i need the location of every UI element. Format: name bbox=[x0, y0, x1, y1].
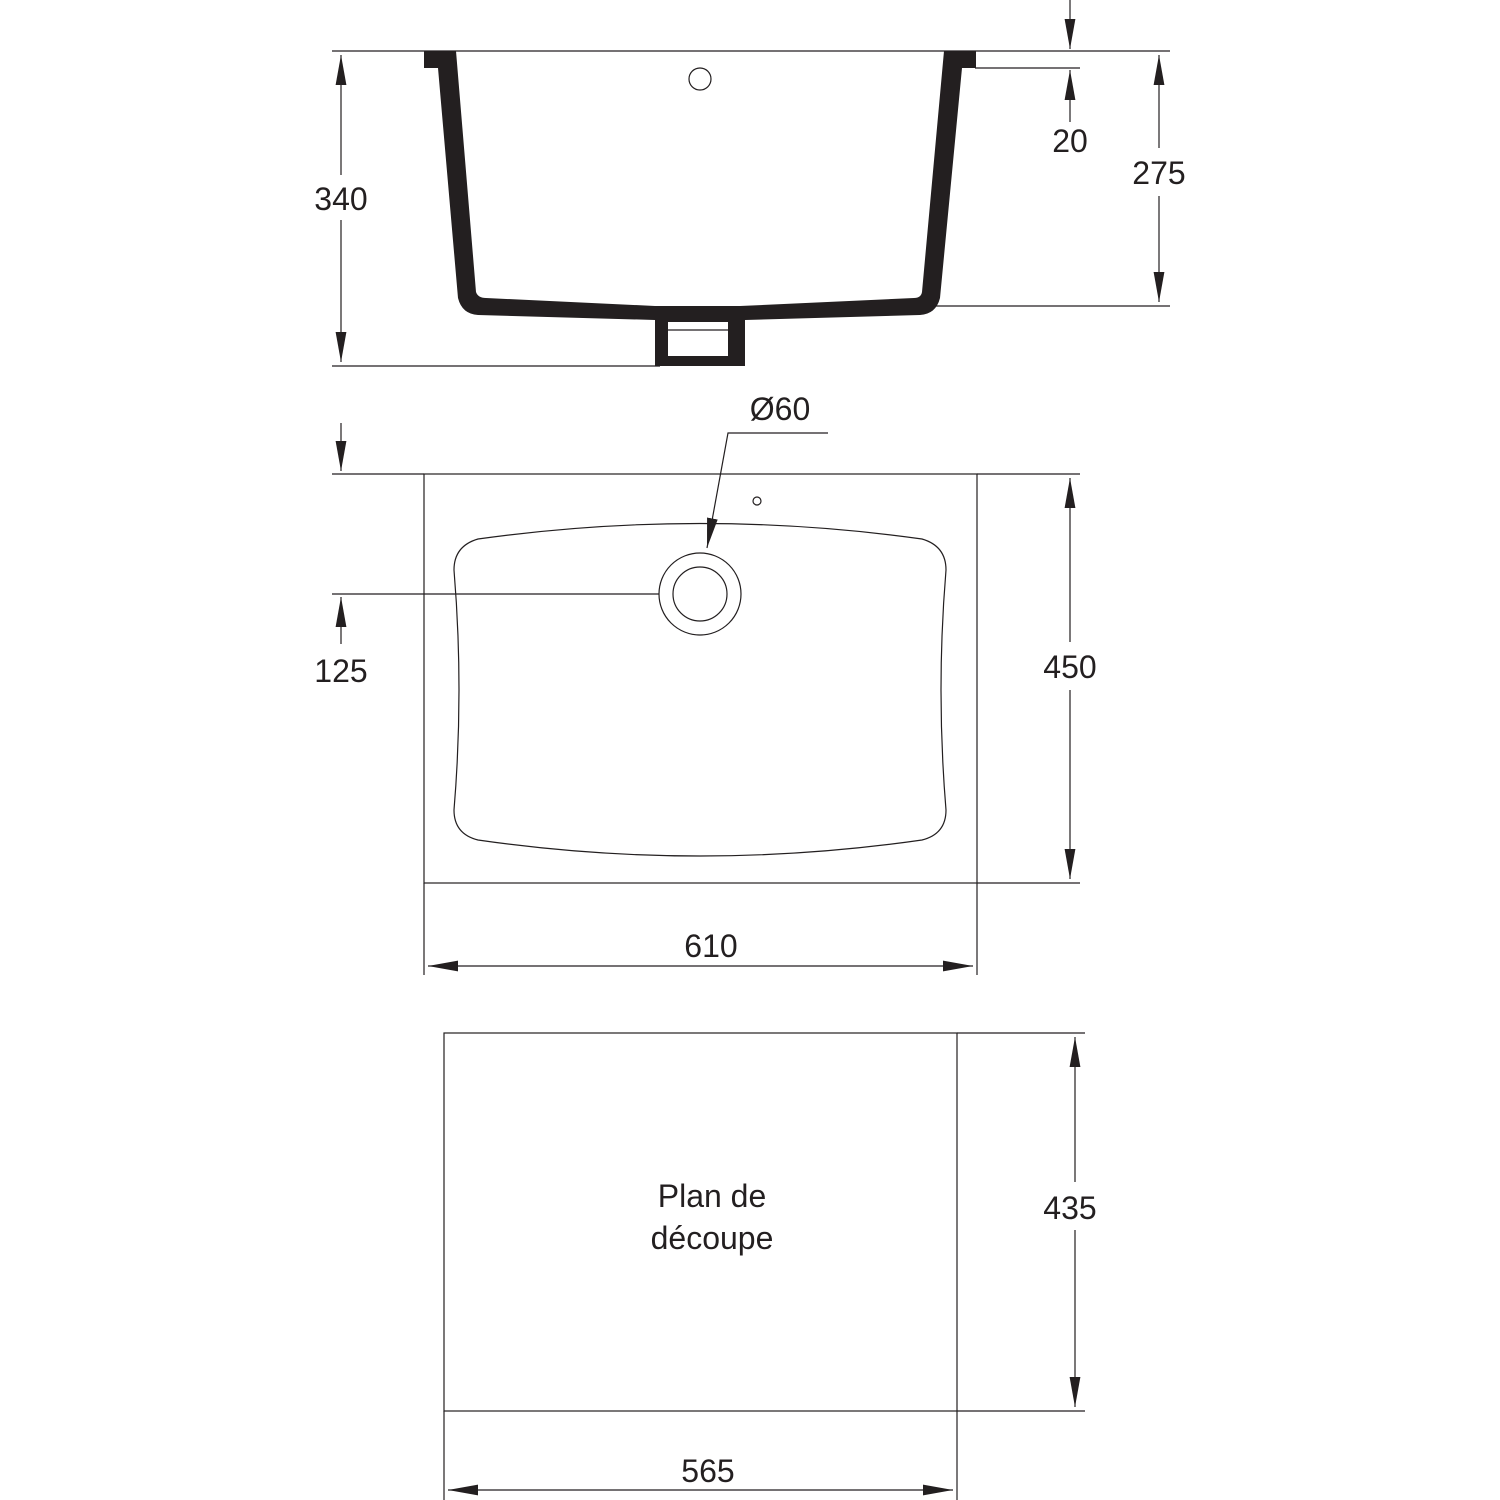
overflow-hole-icon bbox=[688, 67, 712, 91]
drain-inner-ring-icon bbox=[672, 566, 728, 622]
dim-drain-diameter: Ø60 bbox=[750, 391, 810, 427]
dim-depth: 450 bbox=[1043, 649, 1096, 685]
dim-cutout-width: 565 bbox=[681, 1453, 734, 1489]
bowl-outline bbox=[453, 522, 947, 857]
drain-outer-ring-icon bbox=[658, 552, 742, 636]
cutout-view: Plan de découpe 435 565 bbox=[443, 1032, 1097, 1500]
side-view: 340 20 275 bbox=[314, 0, 1186, 367]
cutout-label-line-1: Plan de bbox=[658, 1178, 767, 1214]
tap-hole-icon bbox=[752, 496, 762, 506]
sink-section-profile bbox=[424, 51, 976, 366]
cutout-label-line-2: découpe bbox=[651, 1220, 774, 1256]
dim-cutout-depth: 435 bbox=[1043, 1190, 1096, 1226]
cutout-outline bbox=[443, 1032, 958, 1412]
drain-leader-line bbox=[706, 432, 828, 549]
dim-total-height: 340 bbox=[314, 181, 367, 217]
dim-rim-thickness: 20 bbox=[1052, 123, 1088, 159]
drain-opening bbox=[668, 322, 728, 356]
sink-outline bbox=[423, 473, 978, 884]
dim-width: 610 bbox=[684, 928, 737, 964]
dim-drain-offset: 125 bbox=[314, 653, 367, 689]
dim-bowl-depth: 275 bbox=[1132, 155, 1185, 191]
top-view: Ø60 125 450 610 bbox=[314, 391, 1097, 975]
